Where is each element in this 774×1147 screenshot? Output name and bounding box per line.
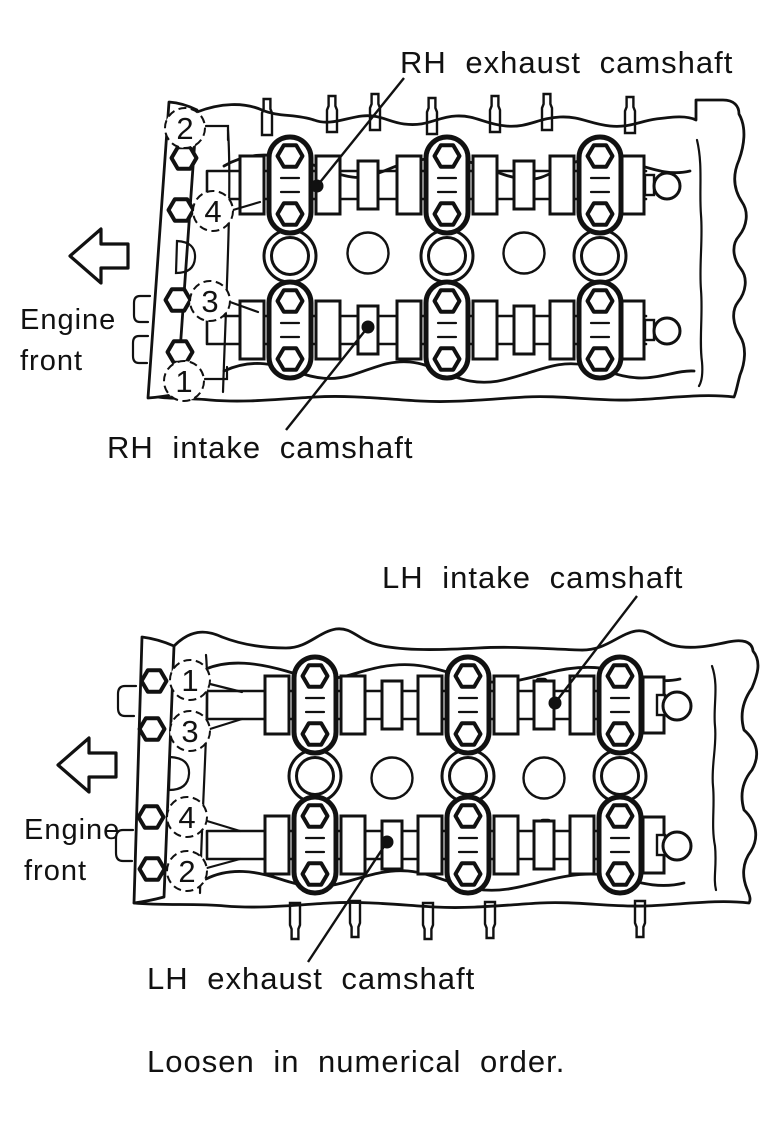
lh-leaders: [306, 595, 638, 963]
lh-head-figure: 1 3 4 2 Engine front LH intake camshaft …: [24, 560, 760, 996]
plug-tube-icon: [419, 228, 475, 284]
head-hole-icon: [502, 231, 546, 275]
front-bolt-icon: [137, 716, 167, 742]
lh-bolt-sequence-markers: 1 3 4 2: [166, 659, 244, 892]
lh-head-outline: [114, 627, 760, 941]
sequence-marker-circle: [192, 190, 234, 232]
front-bolt-icon: [169, 145, 199, 171]
sequence-number: 1: [175, 364, 192, 399]
sequence-number: 3: [181, 714, 198, 749]
stud-icon: [288, 901, 302, 941]
sequence-number: 2: [176, 111, 193, 146]
rh-intake-camshaft-drawing: [207, 282, 680, 378]
rh-exhaust-camshaft-drawing: [207, 137, 680, 233]
stud-icon: [325, 94, 339, 134]
caption-loosen-order: Loosen in numerical order.: [147, 1044, 565, 1079]
engine-front-arrow-icon: [56, 736, 118, 794]
sequence-marker-circle: [166, 796, 208, 838]
engine-front-arrow-icon: [68, 227, 130, 285]
lh-engine-front: Engine front: [24, 736, 120, 887]
front-bolt-icon: [166, 197, 196, 223]
sequence-marker-circle: [169, 659, 211, 701]
sequence-marker-circle: [163, 360, 205, 402]
rh-intake-camshaft-label: RH intake camshaft: [107, 430, 414, 465]
front-bolt-icon: [163, 287, 193, 313]
sequence-number: 4: [178, 800, 195, 835]
leader-dot: [361, 320, 375, 334]
stud-icon: [368, 92, 382, 132]
sequence-number: 2: [178, 854, 195, 889]
leader-dot: [310, 179, 324, 193]
plug-tube-icon: [287, 748, 343, 804]
rh-leaders: [285, 77, 405, 431]
head-hole-icon: [370, 756, 414, 800]
rh-bolt-sequence-markers: 2 4 3 1: [163, 107, 262, 402]
lh-exhaust-camshaft-label: LH exhaust camshaft: [147, 961, 475, 996]
sequence-marker-circle: [169, 710, 211, 752]
head-hole-icon: [346, 231, 390, 275]
sequence-marker-circle: [164, 107, 206, 149]
leader-line: [316, 77, 405, 187]
leader-line: [306, 841, 389, 963]
plug-tube-icon: [572, 228, 628, 284]
stud-icon: [488, 94, 502, 134]
rh-head-figure: 2 4 3 1 Engine front RH exhaust camshaft…: [20, 45, 748, 465]
lh-plug-holes: [287, 748, 648, 804]
plug-tube-icon: [262, 228, 318, 284]
rh-plug-holes: [262, 228, 628, 284]
leader-line: [285, 326, 369, 431]
engine-front-label: front: [24, 855, 87, 887]
stud-icon: [421, 901, 435, 941]
plug-tube-icon: [592, 748, 648, 804]
leader-dot: [380, 835, 394, 849]
sequence-number: 1: [181, 663, 198, 698]
sequence-number: 4: [204, 194, 221, 229]
head-hole-icon: [522, 756, 566, 800]
stud-icon: [540, 92, 554, 132]
lh-intake-camshaft-drawing: [207, 657, 691, 753]
sequence-marker-circle: [189, 280, 231, 322]
leader-line: [554, 595, 638, 704]
plug-tube-icon: [440, 748, 496, 804]
front-bolt-icon: [136, 804, 166, 830]
sequence-marker-circle: [166, 850, 208, 892]
engine-front-label: Engine: [24, 814, 120, 846]
front-bolt-icon: [139, 668, 169, 694]
leader-dot: [548, 696, 562, 710]
rh-engine-front: Engine front: [20, 227, 130, 377]
stud-icon: [348, 899, 362, 939]
front-bolt-icon: [165, 339, 195, 365]
stud-icon: [425, 96, 439, 136]
front-bolt-icon: [137, 856, 167, 882]
rh-exhaust-camshaft-label: RH exhaust camshaft: [400, 45, 733, 80]
sequence-number: 3: [201, 284, 218, 319]
engine-front-label: Engine: [20, 304, 116, 336]
engine-front-label: front: [20, 345, 83, 377]
lh-intake-camshaft-label: LH intake camshaft: [382, 560, 683, 595]
stud-icon: [623, 95, 637, 135]
stud-icon: [260, 97, 274, 137]
